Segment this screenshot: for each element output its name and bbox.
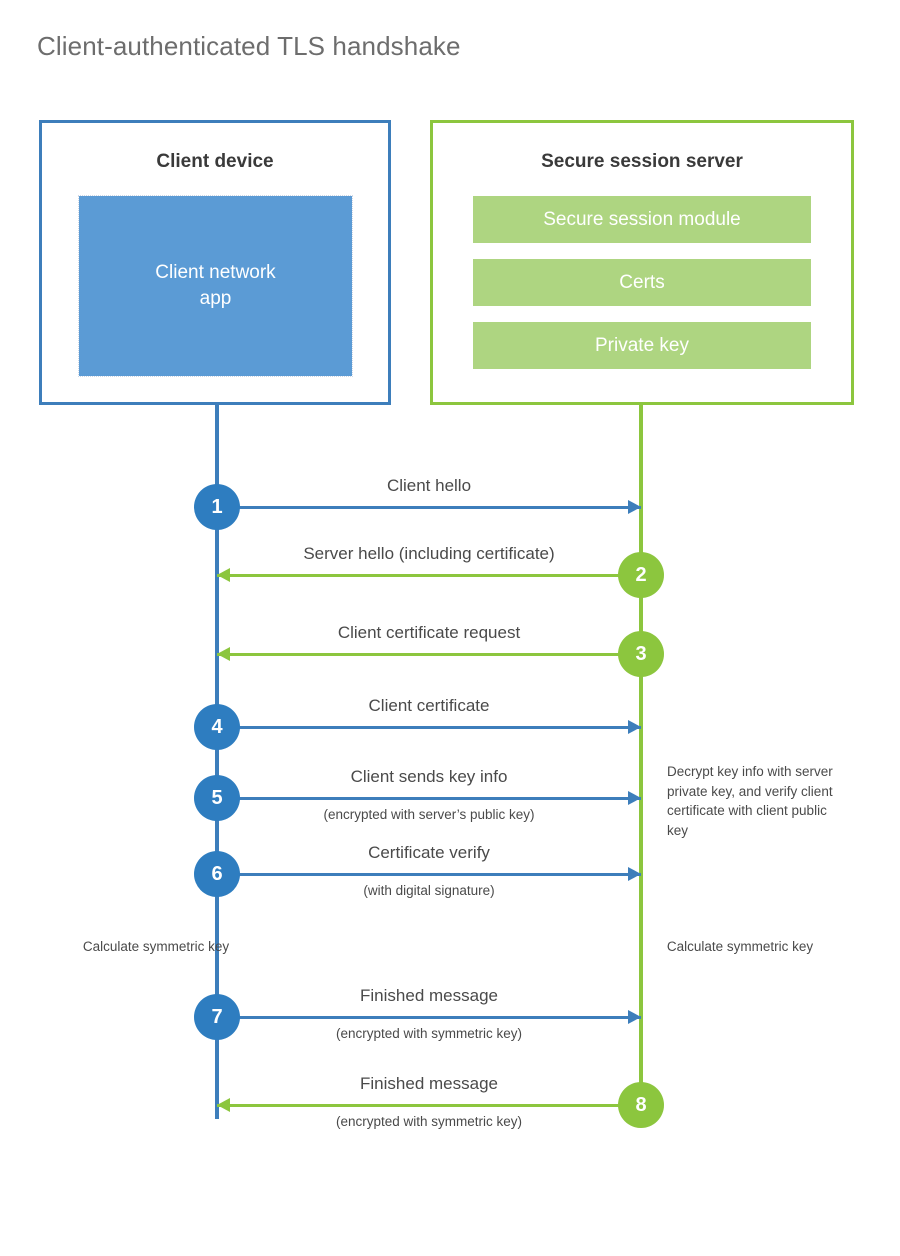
arrow-line-8 — [217, 1104, 641, 1107]
step-number-badge-2[interactable]: 2 — [618, 552, 664, 598]
server-module-private-key: Private key — [473, 322, 811, 369]
step-number-badge-4[interactable]: 4 — [194, 704, 240, 750]
client-device-title: Client device — [156, 151, 274, 172]
step-sublabel-6: (with digital signature) — [363, 883, 495, 898]
arrow-head-6 — [628, 867, 641, 881]
arrow-head-8 — [217, 1098, 230, 1112]
server-module-certs: Certs — [473, 259, 811, 306]
step-label-4: Client certificate — [368, 696, 490, 715]
server-lifeline — [639, 405, 643, 1106]
step-label-3: Client certificate request — [337, 623, 521, 642]
arrow-line-3 — [217, 653, 641, 656]
note-decrypt-key-info: Decrypt key info with server private key… — [667, 764, 833, 838]
client-device-box: Client device Client network app — [39, 120, 391, 405]
arrow-head-7 — [628, 1010, 641, 1024]
step-label-2: Server hello (including certificate) — [303, 544, 555, 563]
client-lifeline — [215, 405, 219, 1119]
step-sublabel-8: (encrypted with symmetric key) — [335, 1114, 523, 1129]
step-sublabel-7: (encrypted with symmetric key) — [335, 1026, 523, 1041]
secure-session-server-box: Secure session server Secure session mod… — [430, 120, 854, 405]
step-label-7: Finished message — [360, 986, 498, 1005]
page-title: Client-authenticated TLS handshake — [37, 31, 461, 61]
arrow-head-4 — [628, 720, 641, 734]
arrow-head-3 — [217, 647, 230, 661]
server-module-secure-session-module: Secure session module — [473, 196, 811, 243]
step-label-5: Client sends key info — [350, 767, 508, 786]
arrow-head-5 — [628, 791, 641, 805]
step-number-badge-7[interactable]: 7 — [194, 994, 240, 1040]
secure-session-server-title: Secure session server — [541, 151, 743, 172]
step-label-8: Finished message — [360, 1074, 498, 1093]
step-number-badge-6[interactable]: 6 — [194, 851, 240, 897]
arrow-line-1 — [217, 506, 641, 509]
step-label-6: Certificate verify — [368, 843, 490, 862]
arrow-line-2 — [217, 574, 641, 577]
step-number-badge-1[interactable]: 1 — [194, 484, 240, 530]
step-number-badge-3[interactable]: 3 — [618, 631, 664, 677]
step-number-badge-8[interactable]: 8 — [618, 1082, 664, 1128]
arrow-line-5 — [217, 797, 641, 800]
step-number-badge-5[interactable]: 5 — [194, 775, 240, 821]
step-label-1: Client hello — [386, 476, 472, 495]
arrow-line-6 — [217, 873, 641, 876]
arrow-line-4 — [217, 726, 641, 729]
client-network-app-label: Client network app — [155, 262, 276, 309]
arrow-head-2 — [217, 568, 230, 582]
arrow-head-1 — [628, 500, 641, 514]
note-calculate-symmetric-key-server: Calculate symmetric key — [666, 939, 814, 954]
note-calculate-symmetric-key-client: Calculate symmetric key — [82, 939, 230, 954]
step-sublabel-5: (encrypted with server’s public key) — [323, 807, 535, 822]
client-network-app-block: Client network app — [78, 195, 353, 377]
arrow-line-7 — [217, 1016, 641, 1019]
